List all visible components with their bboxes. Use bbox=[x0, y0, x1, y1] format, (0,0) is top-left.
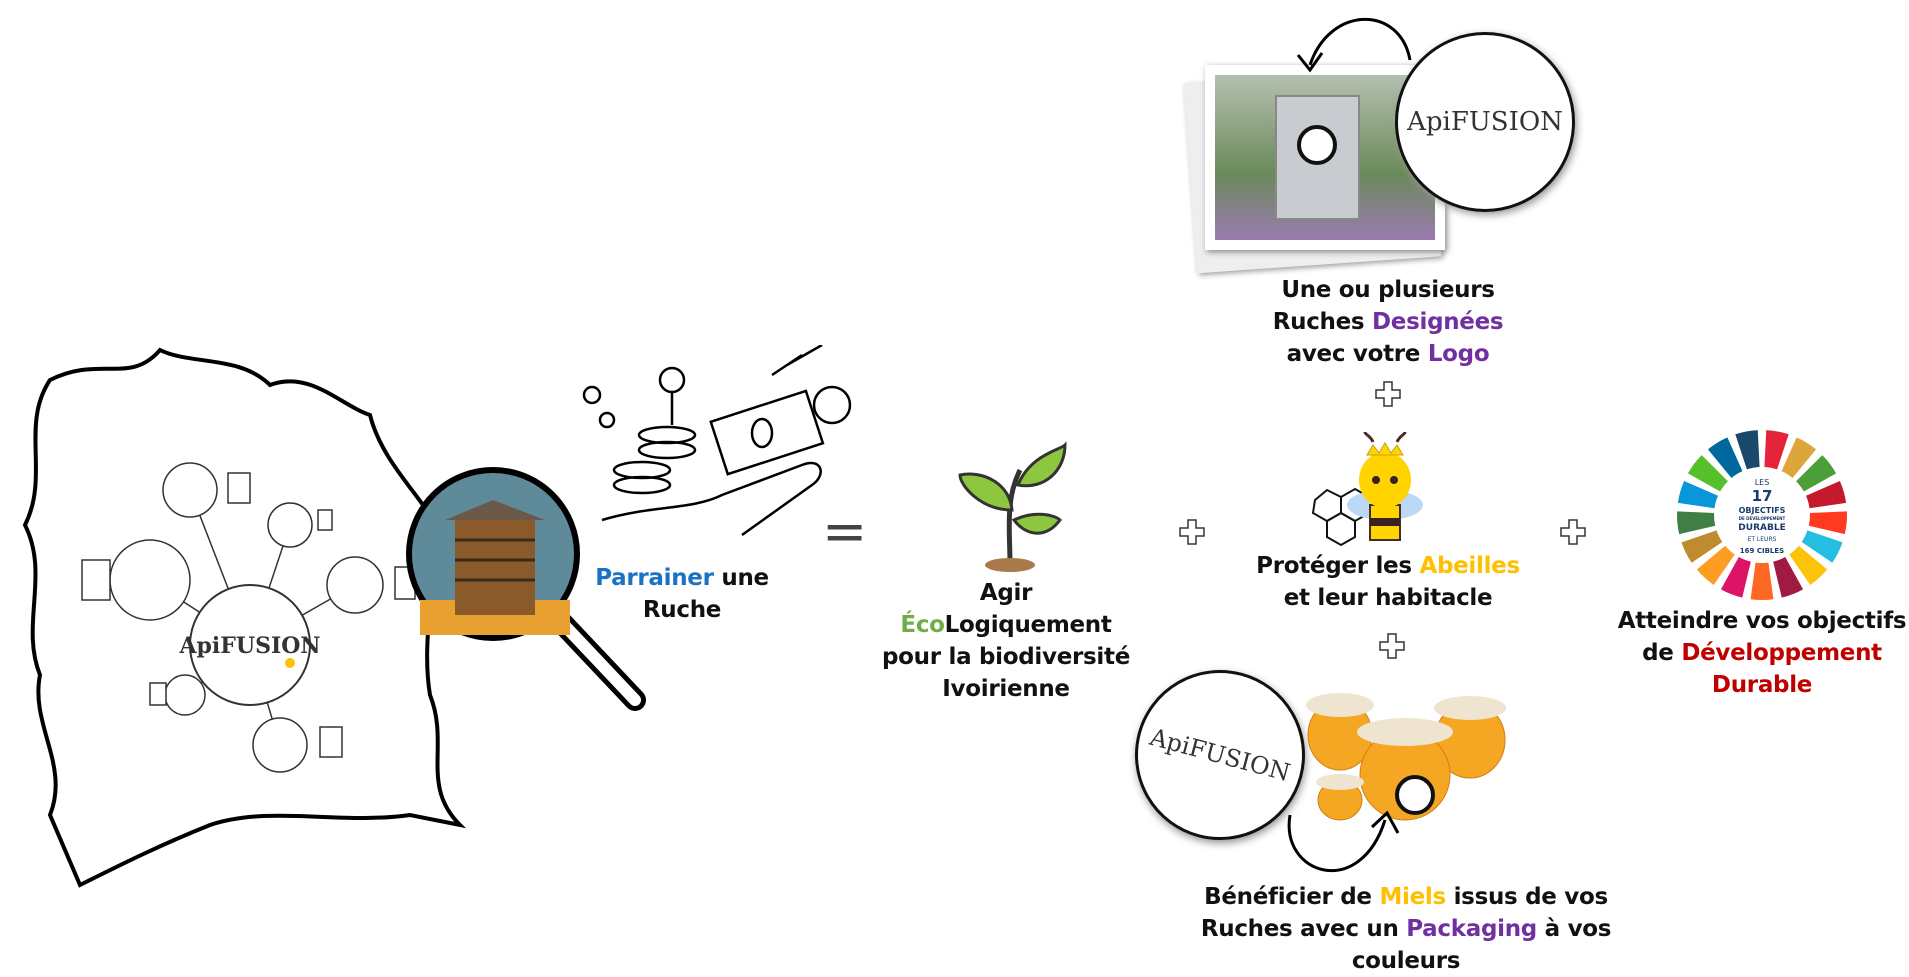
sponsor-text-part: une bbox=[713, 565, 769, 591]
logo-text: ApiFUSION bbox=[1146, 722, 1294, 788]
honey-highlight: Packaging bbox=[1406, 916, 1537, 942]
hand-money-flowers-icon bbox=[582, 345, 852, 537]
bees-text-part: et leur habitacle bbox=[1283, 585, 1493, 611]
sdg-segment bbox=[1687, 455, 1728, 492]
sdg-text-part: de bbox=[1642, 640, 1682, 666]
logo-text: ApiFUSION bbox=[178, 633, 320, 659]
hives-highlight: Logo bbox=[1427, 341, 1490, 367]
sdg-wheel-icon: LES 17 OBJECTIFS DE DÉVELOPPEMENT DURABL… bbox=[1677, 430, 1847, 600]
honey-text-part: couleurs bbox=[1351, 948, 1461, 974]
sdg-segment bbox=[1796, 455, 1837, 492]
honey-highlight: Miels bbox=[1379, 884, 1446, 910]
hives-text-part: Ruches bbox=[1272, 309, 1372, 335]
logo-text: ApiFUSION bbox=[1407, 107, 1563, 137]
honey-text-part: Ruches avec un bbox=[1200, 916, 1407, 942]
sdg-segment bbox=[1801, 530, 1843, 563]
plus-icon bbox=[1379, 633, 1405, 659]
hives-text-part: Une ou plusieurs bbox=[1281, 277, 1495, 303]
eco-highlight: Éco bbox=[900, 612, 945, 638]
sdg-segment bbox=[1764, 430, 1789, 470]
sdg-segment bbox=[1808, 511, 1847, 535]
honey-jars-icon bbox=[1306, 693, 1506, 821]
magnifier-hive-icon bbox=[406, 467, 646, 711]
bee-mascot-icon bbox=[1311, 431, 1423, 547]
sdg-highlight: Développement bbox=[1681, 640, 1882, 666]
arrow-icon bbox=[1296, 17, 1412, 73]
bees-highlight: Abeilles bbox=[1419, 553, 1520, 579]
arrow-icon bbox=[1287, 810, 1400, 873]
plus-icon bbox=[1375, 381, 1401, 407]
bees-text: Protéger les Abeilles et leur habitacle bbox=[1228, 550, 1548, 614]
eco-text-part: Ivoirienne bbox=[942, 676, 1070, 702]
sponsor-highlight: Parrainer bbox=[595, 565, 714, 591]
honey-text-part: Bénéficier de bbox=[1204, 884, 1380, 910]
honey-text-part: à vos bbox=[1536, 916, 1612, 942]
hives-highlight: Designées bbox=[1372, 309, 1504, 335]
sdg-wheel-text: OBJECTIFS bbox=[1739, 506, 1786, 515]
sdg-segment bbox=[1677, 511, 1716, 535]
sdg-segment bbox=[1773, 557, 1804, 598]
sdg-wheel-text: ET LEURS bbox=[1748, 536, 1777, 543]
plus-icon bbox=[1560, 519, 1586, 545]
logo-sticker: ApiFUSION bbox=[1395, 32, 1575, 212]
ivory-coast-map: ApiFUSION bbox=[22, 347, 467, 888]
sdg-segment bbox=[1681, 530, 1723, 563]
sdg-segment bbox=[1720, 557, 1751, 598]
sdg-wheel-text: DURABLE bbox=[1738, 523, 1785, 533]
sdg-segment bbox=[1750, 562, 1774, 600]
sprout-icon bbox=[958, 441, 1067, 572]
equals-sign: = bbox=[822, 500, 868, 563]
bees-text-part: Protéger les bbox=[1256, 553, 1420, 579]
eco-text-part: Agir bbox=[979, 580, 1033, 606]
sponsor-text-part: Ruche bbox=[642, 597, 722, 623]
eco-text-part: Logiquement bbox=[944, 612, 1112, 638]
sdg-wheel-text: 17 bbox=[1752, 487, 1773, 505]
sdg-text-part: Atteindre vos objectifs bbox=[1617, 608, 1907, 634]
honey-text-part: issus de vos bbox=[1445, 884, 1609, 910]
sdg-highlight: Durable bbox=[1711, 672, 1813, 698]
plus-icon bbox=[1179, 519, 1205, 545]
sdg-wheel-text: LES bbox=[1755, 478, 1770, 487]
sdg-segment bbox=[1781, 437, 1817, 478]
eco-text-part: pour la biodiversité bbox=[882, 644, 1130, 670]
sdg-segment bbox=[1677, 480, 1719, 509]
sdg-segment bbox=[1805, 480, 1847, 509]
sdg-segment bbox=[1789, 545, 1828, 585]
sdg-segment bbox=[1707, 437, 1743, 478]
sdg-wheel-text: DE DÉVELOPPEMENT bbox=[1739, 516, 1786, 521]
sdg-segment bbox=[1696, 545, 1735, 585]
sdg-wheel-text: 169 CIBLES bbox=[1740, 547, 1784, 555]
sdg-segment bbox=[1735, 430, 1760, 470]
hives-text-part: avec votre bbox=[1286, 341, 1428, 367]
